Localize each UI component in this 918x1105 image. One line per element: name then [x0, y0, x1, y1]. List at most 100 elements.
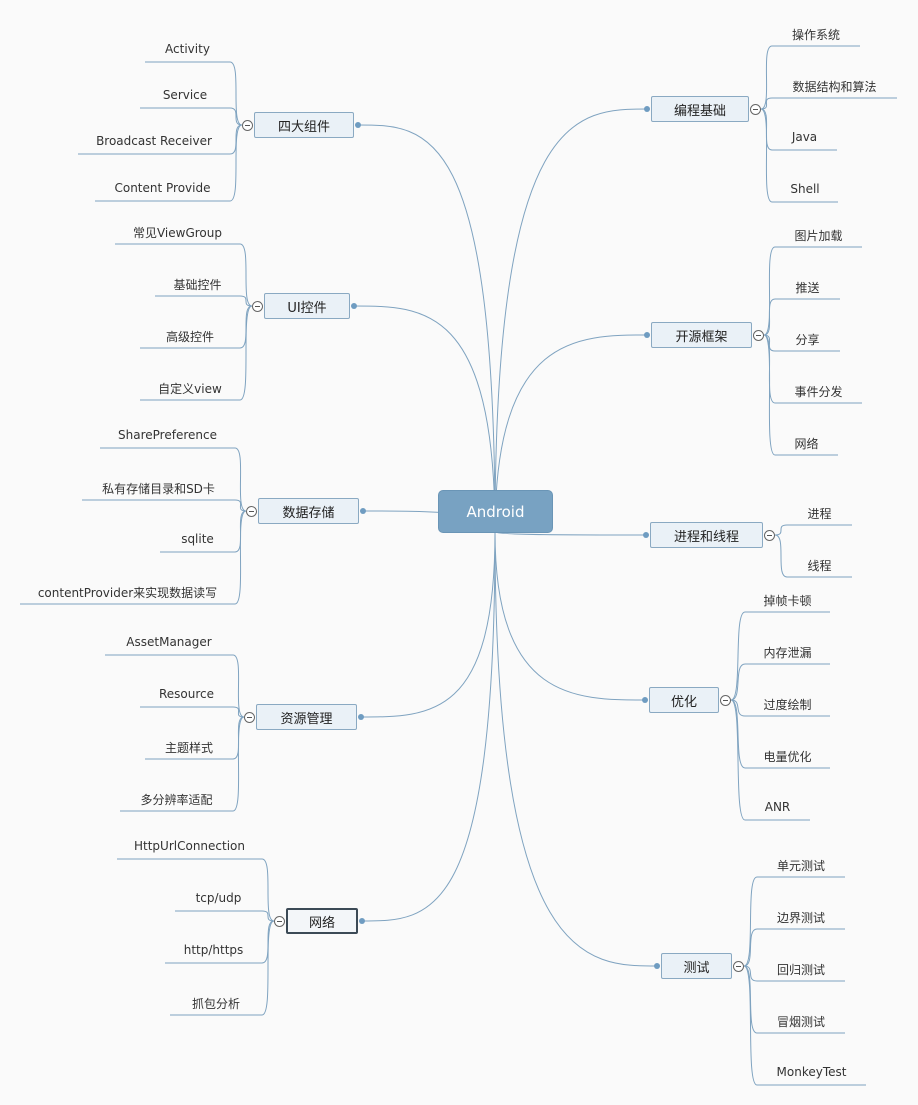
leaf-connector — [774, 534, 788, 578]
leaf-0-1[interactable]: Service — [162, 88, 208, 102]
leaf-connector — [261, 858, 275, 922]
collapse-toggle-icon[interactable] — [750, 103, 761, 115]
topic-8[interactable]: 优化 — [649, 687, 719, 713]
leaf-1-0[interactable]: 常见ViewGroup — [132, 226, 222, 240]
leaf-7-0[interactable]: 进程 — [807, 507, 832, 521]
topic-connector — [361, 531, 496, 922]
leaf-0-2[interactable]: Broadcast Receiver — [96, 134, 212, 148]
leaf-connector — [234, 447, 247, 512]
leaf-8-0[interactable]: 掉帧卡顿 — [763, 594, 812, 608]
leaf-connector — [229, 124, 243, 202]
leaf-connector — [743, 928, 758, 967]
leaf-6-4[interactable]: 网络 — [794, 437, 819, 451]
collapse-toggle-icon[interactable] — [720, 694, 731, 706]
leaf-connector — [234, 499, 247, 512]
topic-connector — [357, 124, 496, 533]
leaf-9-2[interactable]: 回归测试 — [776, 963, 825, 977]
connector-dot — [644, 106, 650, 112]
connector-dot — [355, 122, 361, 128]
topic-4[interactable]: 网络 — [286, 908, 358, 934]
leaf-connector — [763, 334, 776, 456]
leaf-2-3[interactable]: contentProvider来实现数据读写 — [37, 586, 218, 600]
connector-dot — [643, 532, 649, 538]
leaf-connector — [229, 107, 243, 126]
leaf-6-1[interactable]: 推送 — [795, 281, 820, 295]
connector-dot — [644, 332, 650, 338]
leaf-connector — [232, 654, 245, 718]
leaf-4-2[interactable]: http/https — [183, 943, 244, 957]
leaf-4-3[interactable]: 抓包分析 — [191, 997, 240, 1011]
topic-2[interactable]: 数据存储 — [258, 498, 359, 524]
leaf-connector — [763, 246, 776, 336]
leaf-1-1[interactable]: 基础控件 — [173, 278, 222, 292]
leaf-1-3[interactable]: 自定义view — [158, 382, 222, 396]
topic-7[interactable]: 进程和线程 — [650, 522, 763, 548]
leaf-5-1[interactable]: 数据结构和算法 — [792, 80, 877, 94]
central-topic[interactable]: Android — [438, 490, 553, 533]
leaf-5-0[interactable]: 操作系统 — [791, 28, 840, 42]
collapse-toggle-icon[interactable] — [252, 300, 263, 312]
leaf-3-0[interactable]: AssetManager — [126, 635, 212, 649]
topic-connector — [360, 531, 496, 718]
leaf-connector — [760, 97, 773, 110]
leaf-1-2[interactable]: 高级控件 — [165, 330, 214, 344]
collapse-toggle-icon[interactable] — [244, 711, 255, 723]
leaf-8-1[interactable]: 内存泄漏 — [763, 646, 812, 660]
topic-6[interactable]: 开源框架 — [651, 322, 752, 348]
leaf-9-1[interactable]: 边界测试 — [776, 911, 825, 925]
leaf-connector — [234, 510, 247, 605]
collapse-toggle-icon[interactable] — [246, 505, 257, 517]
topic-5[interactable]: 编程基础 — [651, 96, 749, 122]
leaf-connector — [730, 699, 746, 821]
topic-connector — [494, 108, 648, 533]
collapse-toggle-icon[interactable] — [242, 119, 253, 131]
leaf-connector — [743, 965, 758, 1086]
leaf-3-1[interactable]: Resource — [158, 687, 215, 701]
topic-9[interactable]: 测试 — [661, 953, 732, 979]
leaf-2-1[interactable]: 私有存储目录和SD卡 — [102, 482, 215, 496]
leaf-connector — [239, 243, 253, 307]
leaf-connector — [760, 45, 773, 110]
leaf-connector — [730, 699, 746, 769]
leaf-connector — [239, 295, 253, 307]
leaf-connector — [730, 611, 746, 701]
leaf-6-2[interactable]: 分享 — [795, 333, 820, 347]
connector-dot — [358, 714, 364, 720]
topic-3[interactable]: 资源管理 — [256, 704, 357, 730]
collapse-toggle-icon[interactable] — [733, 960, 744, 972]
leaf-connector — [730, 663, 746, 701]
leaf-6-0[interactable]: 图片加载 — [794, 229, 843, 243]
leaf-7-1[interactable]: 线程 — [807, 559, 832, 573]
leaf-connector — [774, 524, 788, 536]
leaf-5-3[interactable]: Shell — [790, 182, 820, 196]
leaf-0-3[interactable]: Content Provide — [114, 181, 211, 195]
collapse-toggle-icon[interactable] — [274, 915, 285, 927]
leaf-3-2[interactable]: 主题样式 — [164, 741, 213, 755]
leaf-6-3[interactable]: 事件分发 — [794, 385, 843, 399]
leaf-8-3[interactable]: 电量优化 — [763, 750, 812, 764]
leaf-8-4[interactable]: ANR — [764, 800, 791, 814]
leaf-connector — [760, 108, 773, 203]
leaf-0-0[interactable]: Activity — [165, 42, 210, 56]
leaf-8-2[interactable]: 过度绘制 — [763, 698, 812, 712]
leaf-4-0[interactable]: HttpUrlConnection — [134, 839, 245, 853]
topic-0[interactable]: 四大组件 — [254, 112, 354, 138]
leaf-5-2[interactable]: Java — [791, 130, 818, 144]
topic-1[interactable]: UI控件 — [264, 293, 350, 319]
leaf-9-4[interactable]: MonkeyTest — [776, 1065, 847, 1079]
leaf-connector — [763, 298, 776, 336]
leaf-2-0[interactable]: SharePreference — [118, 428, 217, 442]
leaf-connector — [743, 965, 758, 982]
leaf-4-1[interactable]: tcp/udp — [195, 891, 242, 905]
collapse-toggle-icon[interactable] — [753, 329, 764, 341]
leaf-connector — [229, 61, 243, 126]
leaf-9-3[interactable]: 冒烟测试 — [776, 1015, 825, 1029]
leaf-2-2[interactable]: sqlite — [181, 532, 214, 546]
leaf-9-0[interactable]: 单元测试 — [776, 859, 825, 873]
connector-dot — [351, 303, 357, 309]
collapse-toggle-icon[interactable] — [764, 529, 775, 541]
leaf-3-3[interactable]: 多分辨率适配 — [140, 793, 213, 807]
connector-dot — [642, 697, 648, 703]
